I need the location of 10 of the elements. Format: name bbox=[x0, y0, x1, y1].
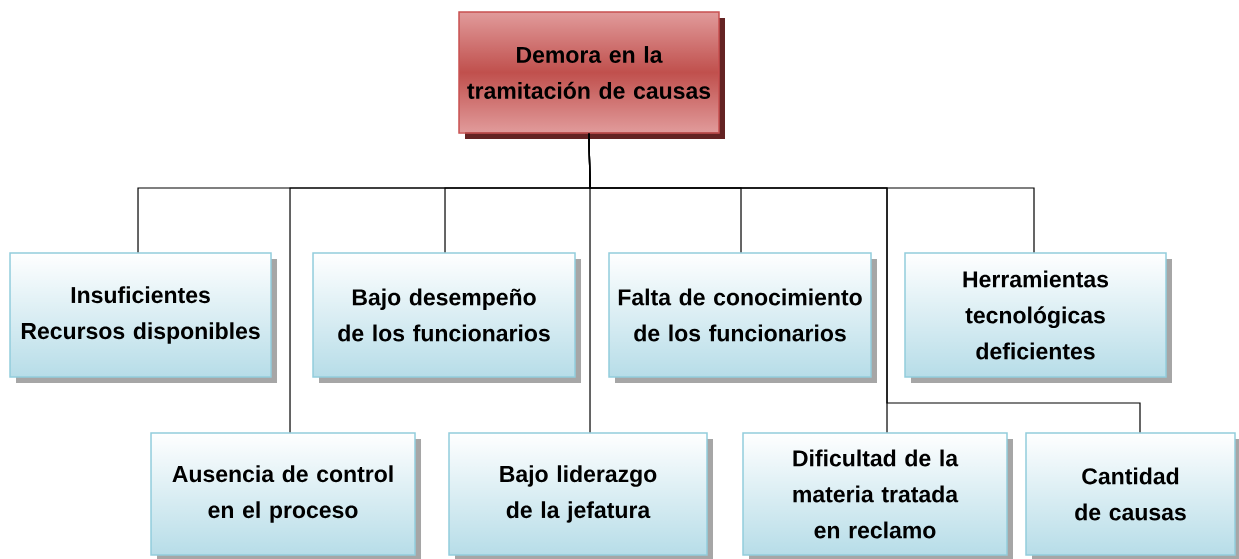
cause-box: Dificultad de la materia tratada en reclamo bbox=[742, 432, 1013, 559]
cause-box: Falta de conocimiento de los funcionarios bbox=[608, 252, 877, 383]
cause-box: Cantidad de causas bbox=[1025, 432, 1239, 559]
cause-box: Insuficientes Recursos disponibles bbox=[9, 252, 277, 383]
cause-box: Bajo liderazgo de la jefatura bbox=[448, 432, 713, 559]
cause-box: Ausencia de control en el proceso bbox=[150, 432, 421, 559]
cause-box: Herramientas tecnológicas deficientes bbox=[904, 252, 1172, 383]
connector-line bbox=[588, 133, 1141, 433]
problem-box: Demora en la tramitación de causas bbox=[458, 11, 725, 139]
cause-box: Bajo desempeño de los funcionarios bbox=[312, 252, 581, 383]
